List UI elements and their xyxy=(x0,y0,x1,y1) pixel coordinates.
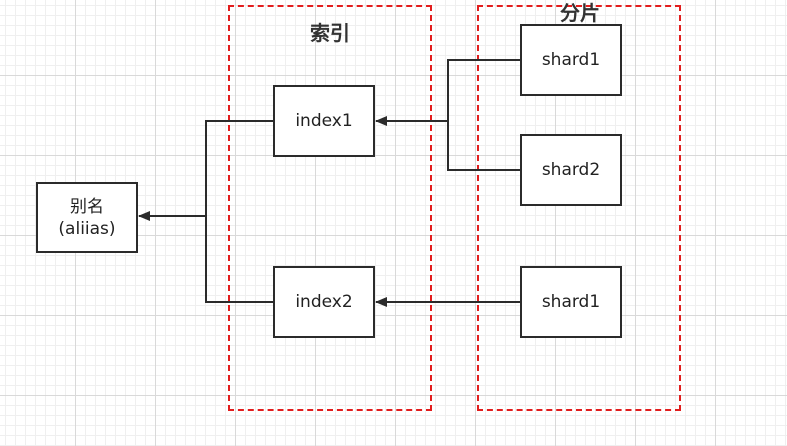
alias-label: 别名 xyxy=(70,196,104,217)
index-group xyxy=(228,5,432,411)
shard1-top-label: shard1 xyxy=(541,50,601,70)
shard1-top-node: shard1 xyxy=(520,24,622,96)
shard2-label: shard2 xyxy=(541,160,601,180)
shard1-bottom-label: shard1 xyxy=(541,292,601,312)
shard2-node: shard2 xyxy=(520,134,622,206)
index1-label: index1 xyxy=(295,111,353,131)
shard-group xyxy=(477,5,681,411)
alias-node: 别名 (aliias) xyxy=(36,182,138,253)
index-group-title: 索引 xyxy=(310,21,350,45)
shard1-bottom-node: shard1 xyxy=(520,266,622,338)
index1-node: index1 xyxy=(273,85,375,157)
index2-label: index2 xyxy=(295,292,353,312)
alias-sublabel: (aliias) xyxy=(58,218,116,239)
shard-group-title: 分片 xyxy=(560,1,600,25)
index2-node: index2 xyxy=(273,266,375,338)
